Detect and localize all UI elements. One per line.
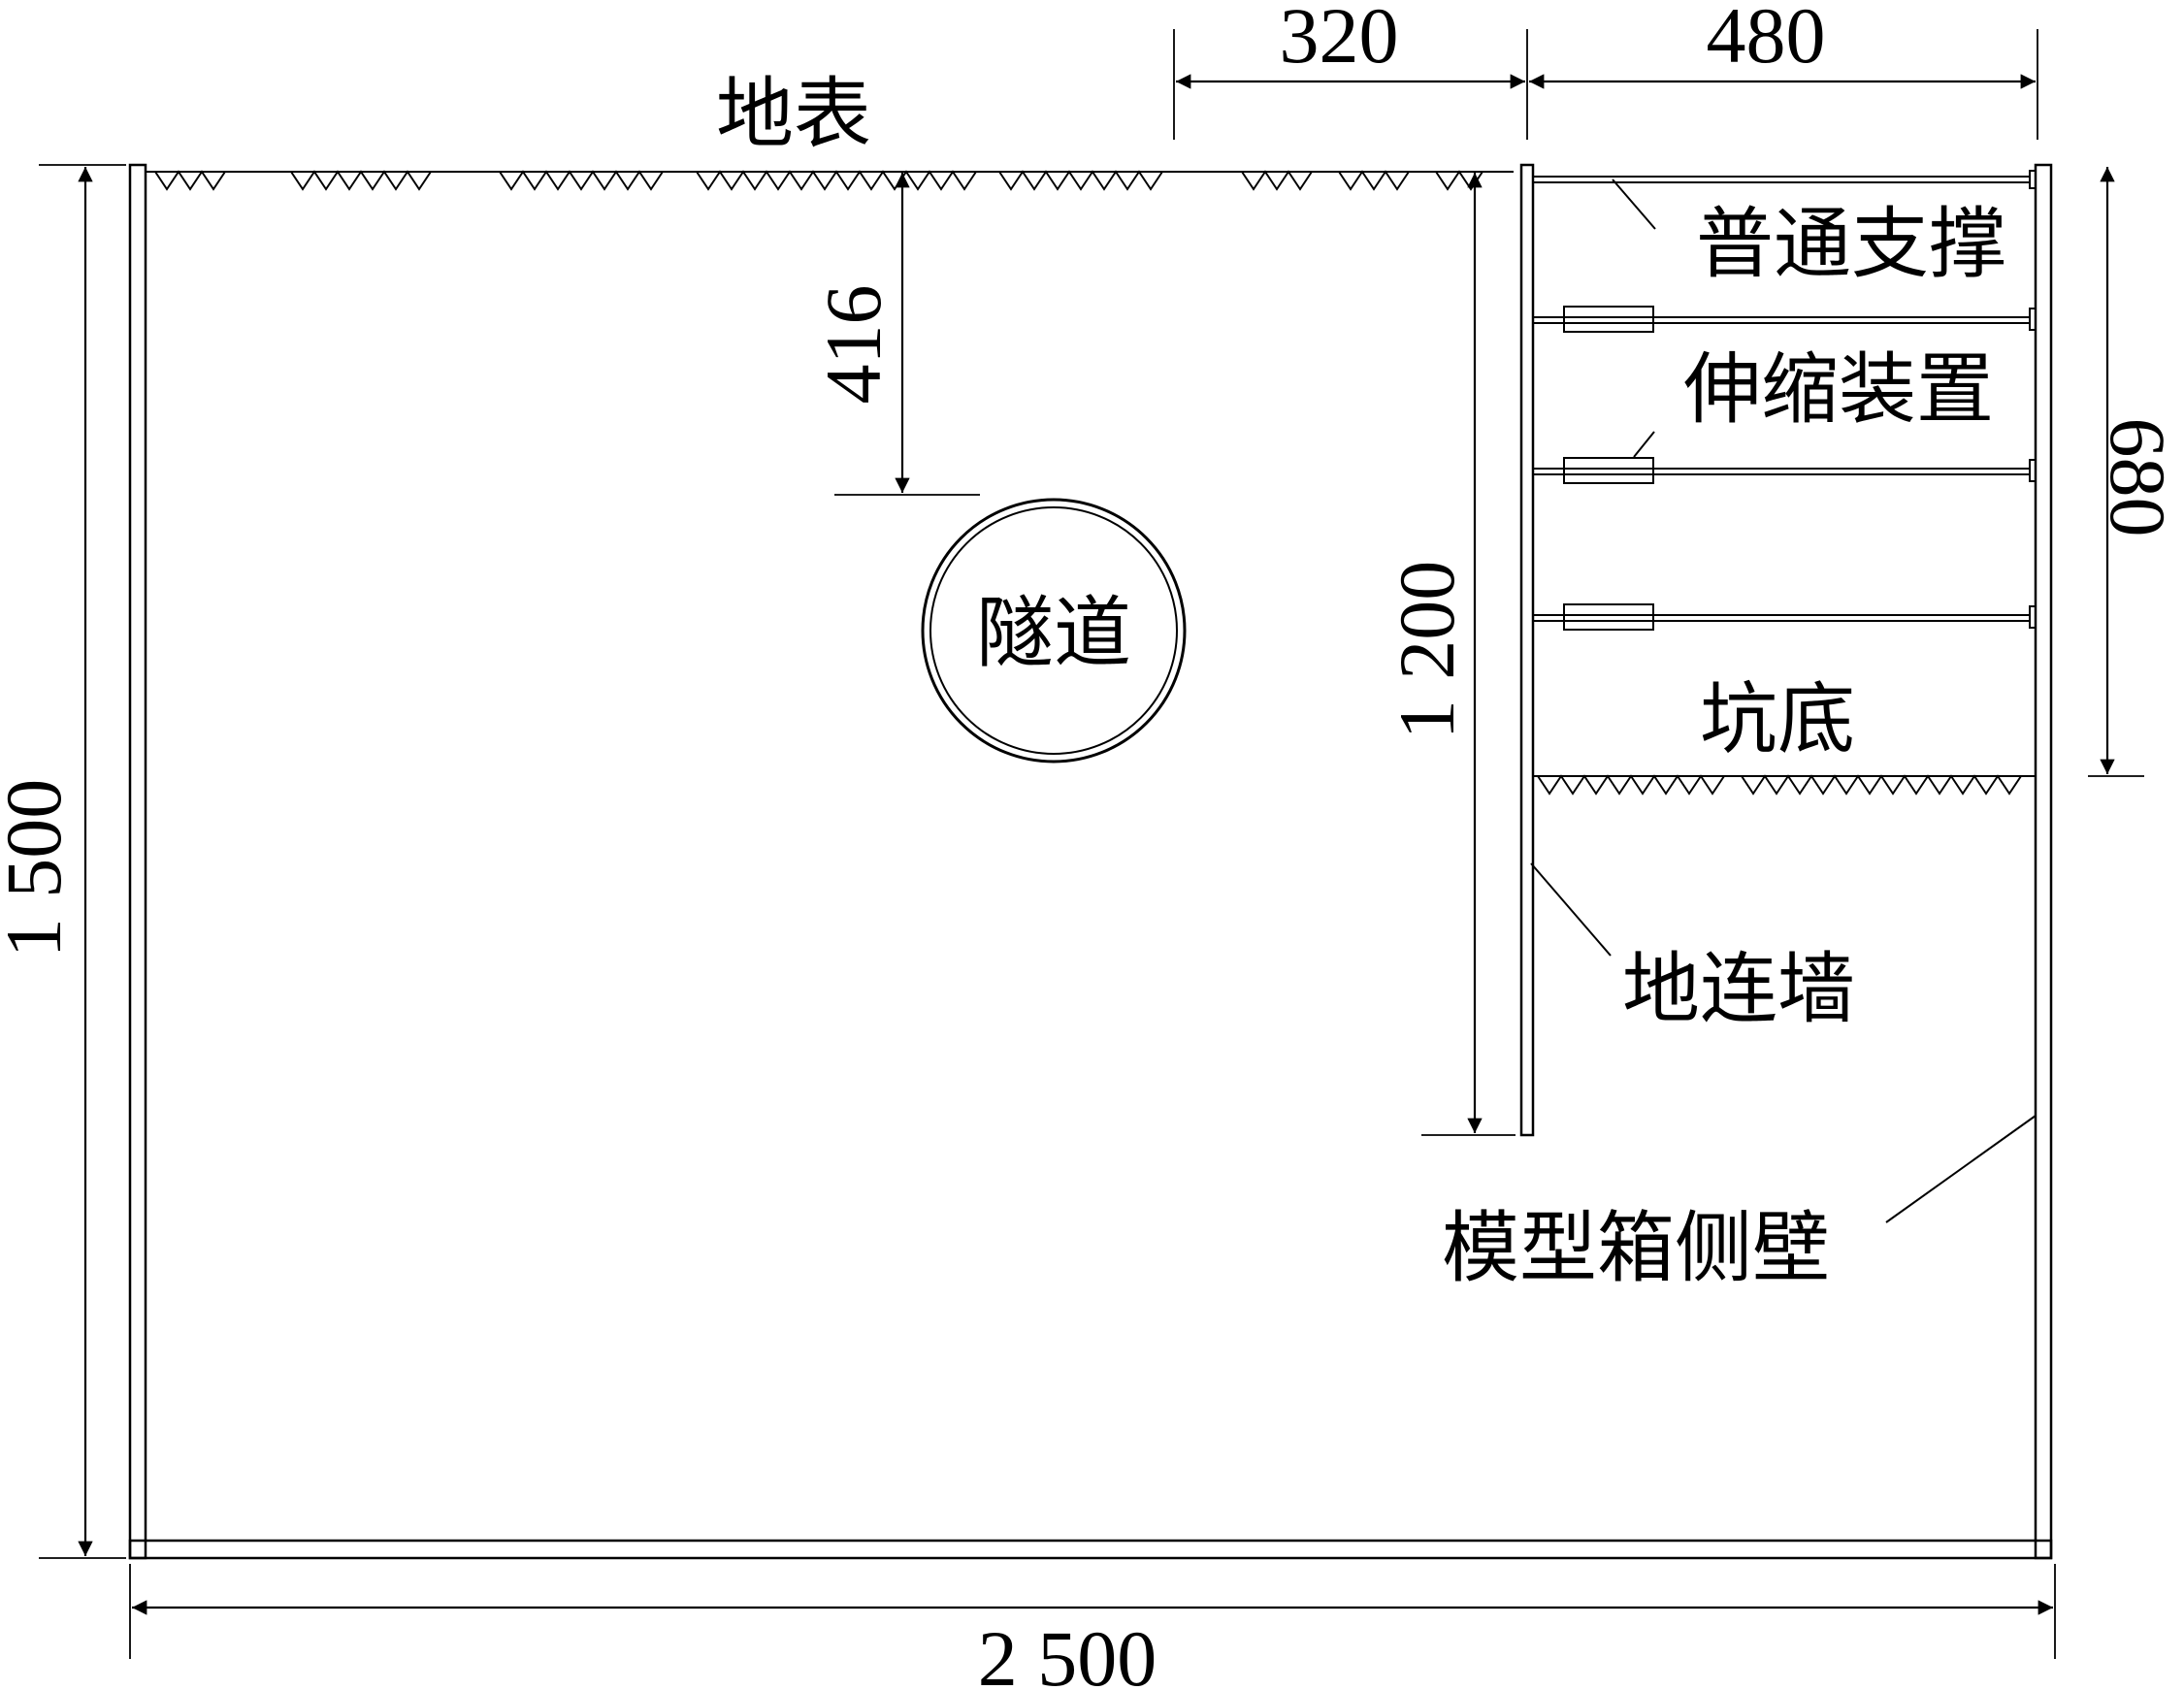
telescopic-device [1563, 457, 1654, 484]
dim-680-label: 680 [2094, 418, 2182, 537]
telescopic-strut-1 [1533, 306, 2037, 333]
dimension-arrows [78, 74, 2115, 1615]
diaphragm-wall-label: 地连墙 [1622, 948, 1855, 1033]
dim-320-label: 320 [1280, 0, 1399, 80]
dim-2500-label: 2 500 [978, 1614, 1157, 1690]
dim-1500-label: 1 500 [0, 779, 78, 959]
normal-strut-label: 普通支撑 [1696, 203, 2006, 288]
box-side-wall-label: 模型箱侧壁 [1442, 1207, 1830, 1292]
box-side-wall-leader [1885, 1115, 2037, 1223]
struts [1533, 170, 2037, 631]
dim-416-label: 416 [809, 285, 897, 405]
telescopic-device-leader [1633, 431, 1655, 458]
telescopic-device [1563, 603, 1654, 631]
dim-480-label: 480 [1707, 0, 1826, 80]
dim-1200-label: 1 200 [1383, 561, 1471, 740]
model-box [128, 163, 2053, 1560]
model-box-bottom-wall [128, 1539, 2053, 1560]
telescopic-strut-3 [1533, 603, 2037, 631]
pit-bottom-hatch [1533, 774, 2036, 796]
ground-surface-hatch [146, 170, 1514, 191]
tunnel-label: 隧道 [976, 592, 1131, 677]
diaphragm-wall-leader [1530, 862, 1612, 957]
telescopic-strut-2 [1533, 457, 2037, 484]
normal-strut-leader [1612, 179, 1656, 230]
diaphragm-wall [1519, 163, 1535, 1137]
ground-surface-label: 地表 [716, 73, 871, 158]
telescopic-device-label: 伸缩装置 [1683, 348, 1994, 434]
extension-lines [39, 29, 2144, 1659]
tunnel [921, 498, 1187, 764]
normal-strut [1533, 170, 2037, 189]
leader-lines [1530, 179, 2037, 1223]
pit-bottom-label: 坑底 [1700, 678, 1855, 764]
model-box-right-wall [2034, 163, 2053, 1560]
model-box-left-wall [128, 163, 147, 1560]
telescopic-device [1563, 306, 1654, 333]
